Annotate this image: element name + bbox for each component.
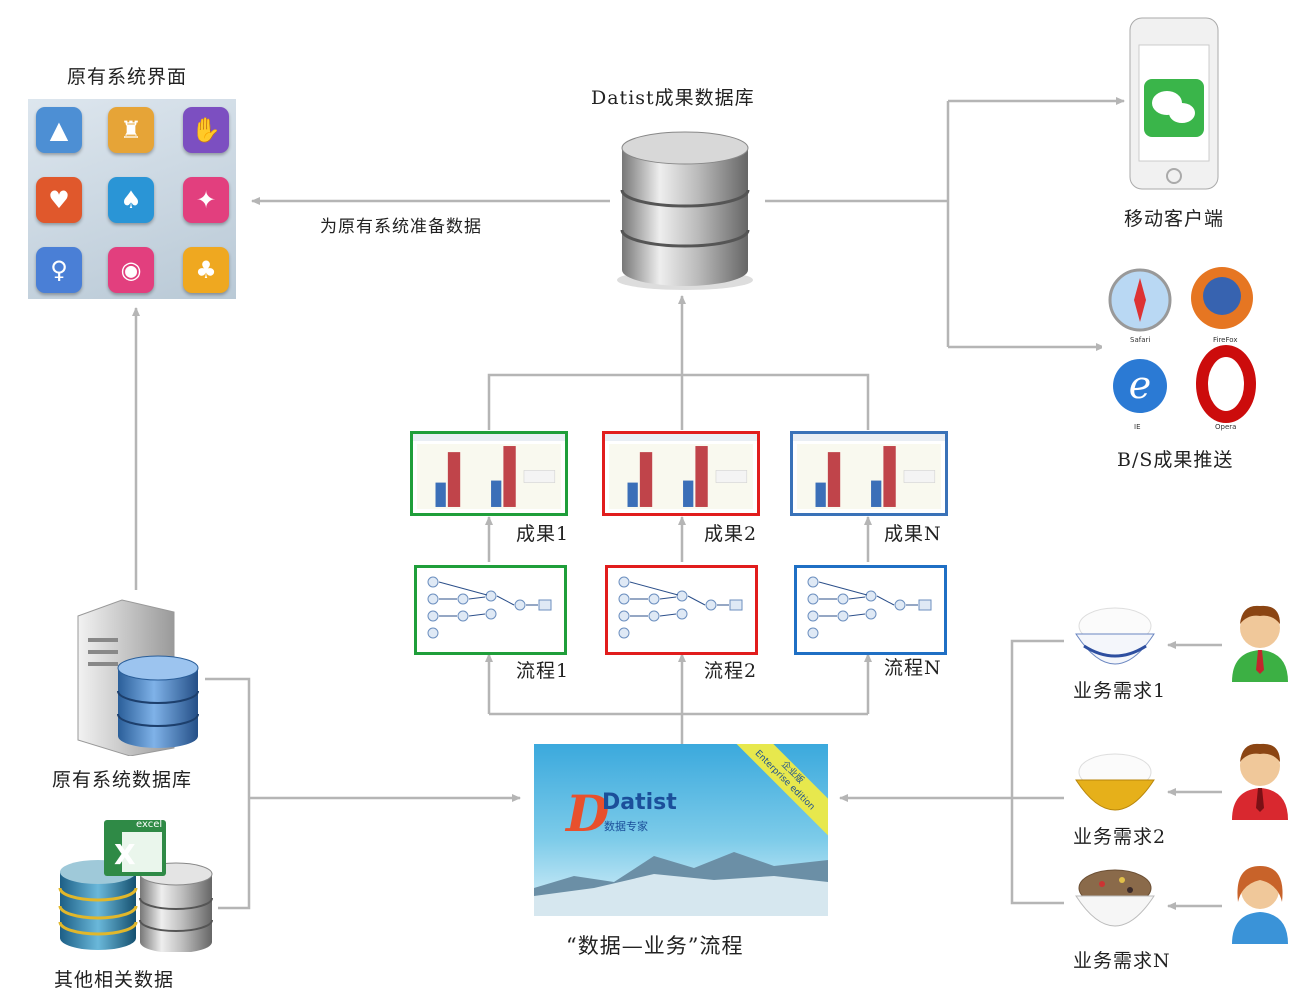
result-1-label: 成果1 <box>516 523 570 545</box>
ribbon-cn: 企业版 <box>779 759 806 786</box>
svg-text:X: X <box>114 838 136 871</box>
grain-bowl-icon <box>1075 869 1155 927</box>
beer-icon: ♣ <box>183 247 229 293</box>
edition-ribbon: 企业版 Enterprise edition <box>722 744 828 843</box>
cocktail-icon: ♀ <box>36 247 82 293</box>
result-2-chart <box>602 431 760 516</box>
rice-bowl-icon <box>1075 607 1155 665</box>
champagne-icon: ♥ <box>36 177 82 223</box>
browser-panel: e Safari FireFox IE Opera <box>1102 258 1262 434</box>
flow-2-label: 流程2 <box>704 660 758 682</box>
flow-1-diagram <box>414 565 567 655</box>
result-2-label: 成果2 <box>704 523 758 545</box>
result-n-chart <box>790 431 948 516</box>
datist-logo-icon: D <box>566 784 610 843</box>
original-ui-label: 原有系统界面 <box>67 66 188 88</box>
flow-1-label: 流程1 <box>516 660 570 682</box>
prepare-data-label: 为原有系统准备数据 <box>320 217 482 237</box>
hero-brand: Datist <box>602 790 677 815</box>
desk-icon: ♜ <box>108 107 154 153</box>
browser-label: FireFox <box>1213 336 1238 344</box>
req-2-label: 业务需求2 <box>1073 826 1167 848</box>
bs-push-label: B/S成果推送 <box>1117 449 1234 471</box>
original-ui-app-grid: ▲ ♜ ✋ ♥ ♠ ✦ ♀ ◉ ♣ <box>28 99 236 299</box>
dining-icon: ◉ <box>108 247 154 293</box>
thumbs-up-icon: ✋ <box>183 107 229 153</box>
flow-n-label: 流程N <box>884 657 942 679</box>
database-icon <box>617 131 753 290</box>
browser-label: Opera <box>1215 423 1237 431</box>
result-n-label: 成果N <box>884 523 942 545</box>
excel-tag: excel <box>136 819 163 830</box>
smartphone-icon <box>1129 17 1219 190</box>
original-db-label: 原有系统数据库 <box>52 769 193 791</box>
flow-n-diagram <box>794 565 947 655</box>
excel-database-icon: X <box>58 820 213 952</box>
mountain-icon: ▲ <box>36 107 82 153</box>
flow-2-diagram <box>605 565 758 655</box>
server-database-icon <box>77 599 199 756</box>
other-data-label: 其他相关数据 <box>54 969 175 991</box>
browser-label: Safari <box>1130 336 1151 344</box>
party-icon: ✦ <box>183 177 229 223</box>
person-red-icon <box>1232 743 1288 820</box>
result-db-label: Datist成果数据库 <box>591 87 755 109</box>
req-n-label: 业务需求N <box>1073 950 1171 972</box>
person-blue-icon <box>1232 866 1288 944</box>
data-business-flow-label: “数据—业务”流程 <box>566 934 744 958</box>
svg-text:e: e <box>1129 363 1152 407</box>
datist-splash: D Datist 数据专家 企业版 Enterprise edition <box>534 744 828 916</box>
result-1-chart <box>410 431 568 516</box>
browser-label: IE <box>1134 423 1141 431</box>
rice-bowl-icon <box>1075 753 1155 811</box>
person-green-icon <box>1232 605 1288 682</box>
sneaker-icon: ♠ <box>108 177 154 223</box>
hero-sub: 数据专家 <box>604 820 648 833</box>
req-1-label: 业务需求1 <box>1073 680 1167 702</box>
mobile-client-label: 移动客户端 <box>1124 208 1225 230</box>
